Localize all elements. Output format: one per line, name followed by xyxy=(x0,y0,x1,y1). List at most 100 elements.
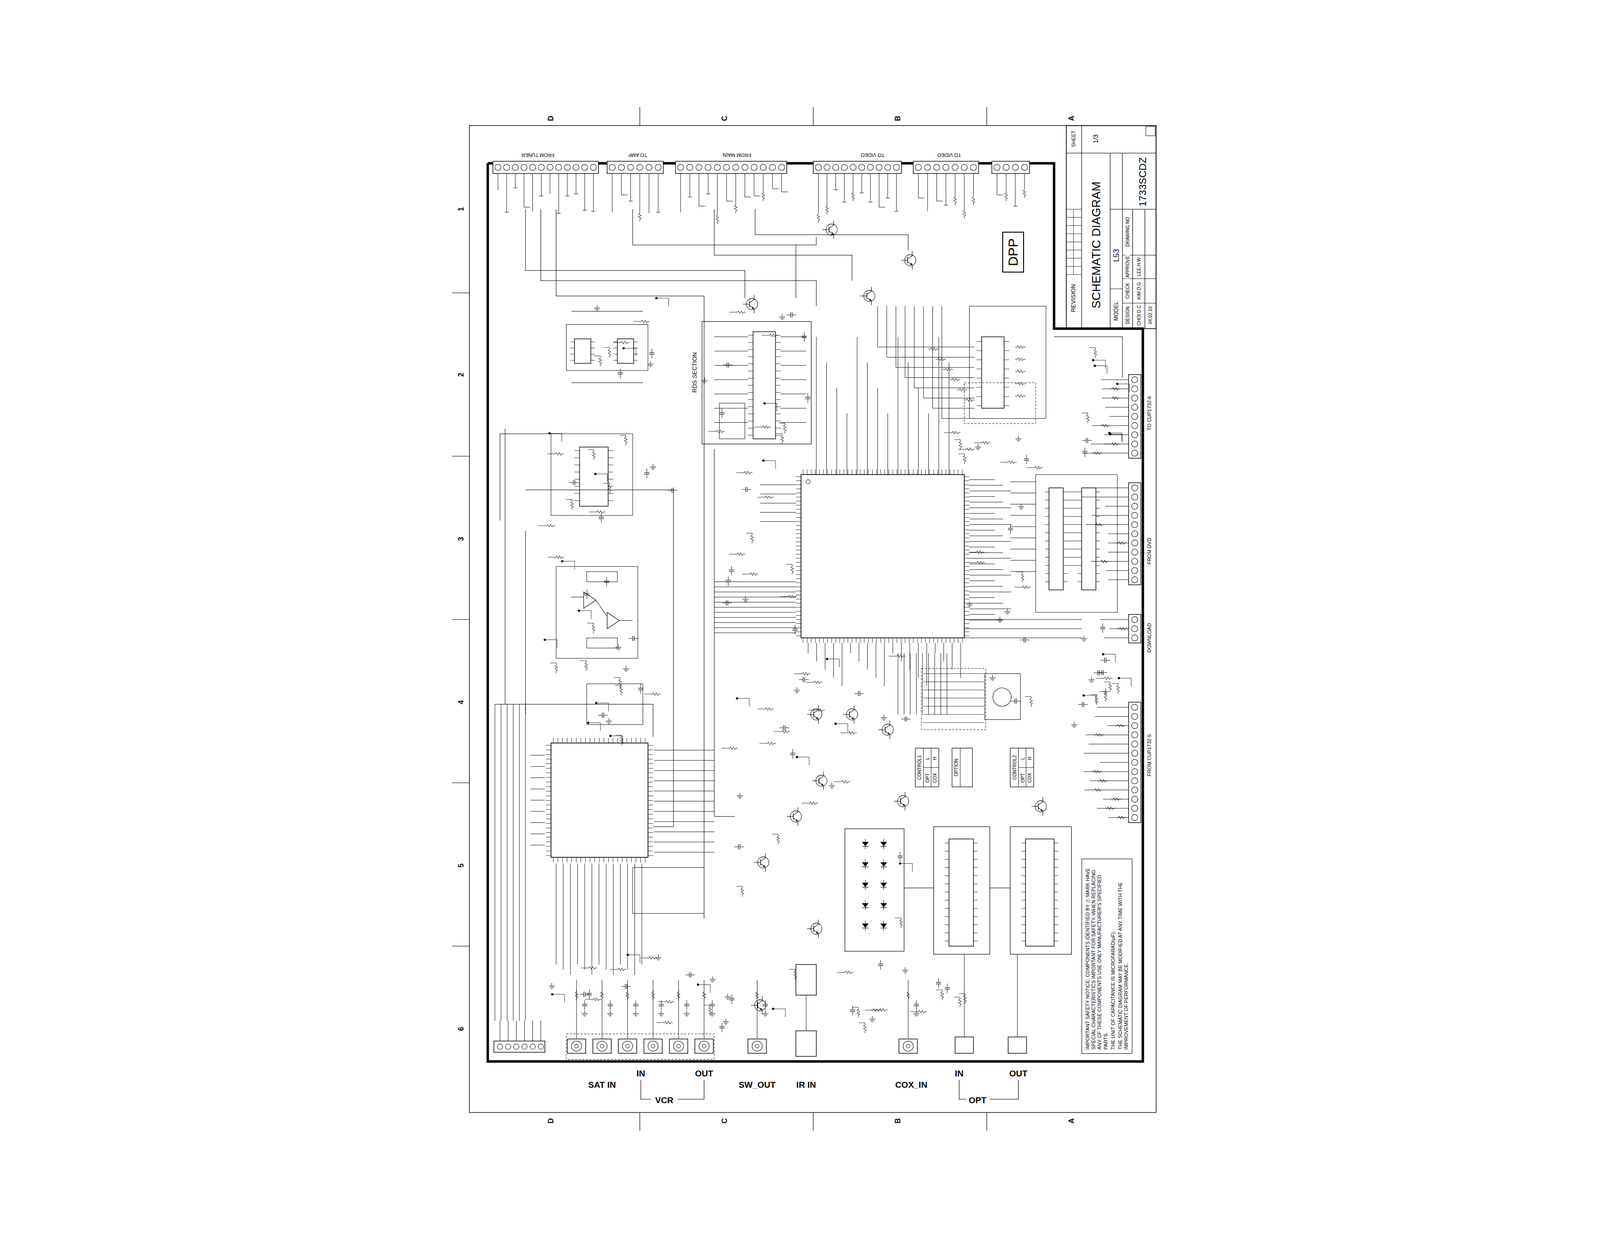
title-rule xyxy=(1122,302,1157,304)
rca-jack xyxy=(702,1043,706,1048)
ic-pin xyxy=(1077,573,1082,574)
ic-pin xyxy=(590,360,596,361)
capacitor-symbol xyxy=(712,1000,713,1005)
wire xyxy=(714,627,796,628)
ic-pin xyxy=(839,637,840,643)
ic-pin xyxy=(795,525,801,526)
wire xyxy=(946,653,948,715)
ic-pin xyxy=(608,857,609,863)
ic-pin xyxy=(900,637,902,643)
capacitor-symbol xyxy=(635,1005,636,1010)
wire xyxy=(630,173,631,202)
resistor-symbol xyxy=(964,447,976,451)
connector-pin xyxy=(741,164,749,171)
wire xyxy=(619,434,626,436)
wire xyxy=(697,984,711,993)
ic-pin xyxy=(964,598,970,600)
connector-pin xyxy=(1131,385,1138,393)
capacitor-symbol xyxy=(731,994,732,999)
wire xyxy=(794,673,801,674)
ic-package xyxy=(949,839,974,947)
ic-pin xyxy=(574,492,580,494)
wire xyxy=(612,173,613,213)
ir-module xyxy=(795,964,817,996)
resistor-symbol xyxy=(591,997,602,1001)
wire xyxy=(698,173,700,207)
ground-symbol xyxy=(869,1018,876,1020)
ic-pin xyxy=(868,637,869,643)
revision-grid xyxy=(1066,241,1082,243)
wire xyxy=(525,209,746,298)
ground-symbol xyxy=(583,1015,586,1016)
ic-pin xyxy=(795,521,801,522)
wire xyxy=(653,760,715,761)
resistor-symbol xyxy=(843,970,854,974)
ic-pin xyxy=(795,582,801,583)
capacitor-symbol xyxy=(603,714,608,716)
ic-pin xyxy=(964,574,970,575)
ic-pin xyxy=(590,353,596,355)
ic-pin xyxy=(961,469,963,475)
wire xyxy=(525,704,526,1021)
transistor-symbol xyxy=(866,286,872,295)
capacitor-symbol xyxy=(658,1003,664,1005)
connector-pin xyxy=(512,164,519,171)
ic-pin xyxy=(795,578,801,579)
ic-pin xyxy=(945,932,950,933)
capacitor-symbol xyxy=(804,679,809,680)
wire xyxy=(653,749,715,751)
connector-pin xyxy=(867,164,874,171)
ground-symbol xyxy=(660,1015,663,1016)
rca-jack xyxy=(698,1040,710,1052)
ic-pin xyxy=(868,469,869,475)
wire xyxy=(507,704,508,1021)
ic-pin xyxy=(648,749,654,751)
ic-pin xyxy=(648,827,654,829)
ic-pin xyxy=(880,469,881,475)
ic-pin xyxy=(941,469,942,475)
ic-pin xyxy=(945,842,950,844)
ic-pin xyxy=(590,737,591,743)
resistor-symbol xyxy=(741,471,753,474)
ground-symbol xyxy=(794,691,799,692)
ic-pin xyxy=(648,795,654,796)
ground-symbol xyxy=(658,1013,665,1014)
wire xyxy=(1081,496,1129,498)
wire xyxy=(577,863,578,965)
ic-pin xyxy=(859,469,861,475)
resistor-symbol xyxy=(1029,696,1033,707)
ic-pin xyxy=(795,480,801,481)
diode-symbol xyxy=(862,841,869,846)
wire xyxy=(1089,347,1096,348)
ic-pin xyxy=(1053,850,1059,852)
transistor-arrow xyxy=(751,307,755,309)
capacitor-symbol xyxy=(721,1027,722,1032)
capacitor-symbol xyxy=(600,512,602,518)
rca-jack xyxy=(618,1039,638,1054)
ic-pin xyxy=(896,637,898,643)
ic-pin xyxy=(795,549,801,551)
connector-pin xyxy=(538,1043,544,1050)
ic-pin xyxy=(1063,507,1068,509)
connector-pin xyxy=(705,164,712,171)
wire xyxy=(736,886,743,887)
title-rule xyxy=(1110,288,1123,289)
terminal-bar xyxy=(1013,205,1018,207)
ic-pin xyxy=(795,627,801,628)
capacitor-symbol xyxy=(906,718,911,720)
wire xyxy=(714,393,748,395)
transistor-arrow xyxy=(869,298,872,301)
wire xyxy=(1026,467,1034,468)
ic-pin xyxy=(648,786,654,787)
ic-pin xyxy=(553,857,554,863)
wire xyxy=(780,408,806,409)
capacitor-symbol xyxy=(762,1003,768,1005)
capacitor-symbol xyxy=(1024,458,1030,459)
zone-tick xyxy=(452,292,470,293)
ic-pin xyxy=(612,737,614,743)
capacitor-symbol xyxy=(899,851,901,856)
ic-pin xyxy=(648,758,654,760)
wire xyxy=(780,595,787,597)
connector-pin xyxy=(915,164,922,171)
wire xyxy=(584,173,586,211)
